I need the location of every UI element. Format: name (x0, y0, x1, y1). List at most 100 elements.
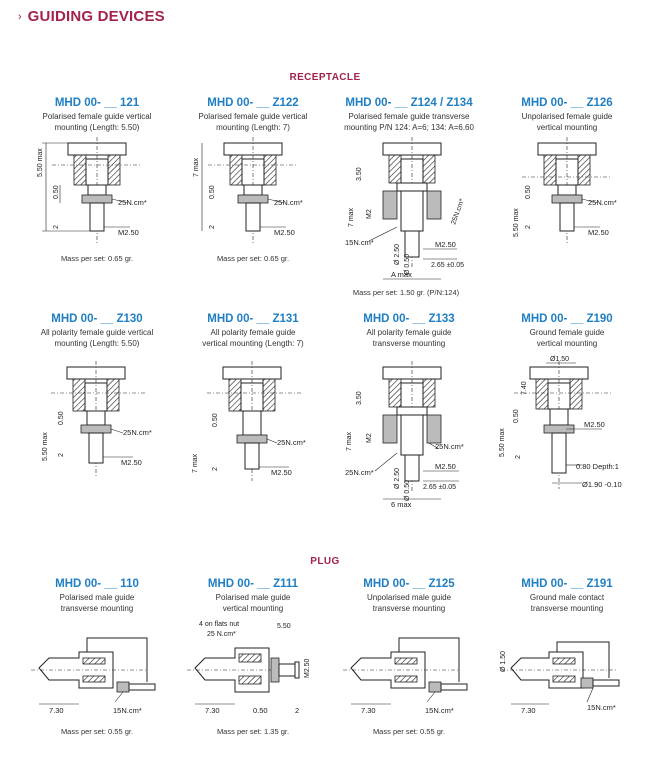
dim-thread: M2.50 (584, 420, 605, 429)
section-receptacle: RECEPTACLE (289, 72, 361, 83)
technical-drawing: 7 max 0.50 2 25N.cm* M2.50 (192, 361, 306, 481)
dim-2: 2 (295, 706, 299, 715)
technical-drawing: 3.50 7 max M2 25N.cm* Ø 2.50 Ø 0.50 25N.… (345, 361, 464, 509)
dim-thread: M2.50 (435, 240, 456, 249)
part-description: Unpolarised female guide vertical mounti… (521, 112, 613, 132)
dim-torque-25: 25N.cm* (450, 198, 466, 226)
dim-base: 2 (525, 225, 532, 229)
part-number: MHD 00- __ 110 (55, 578, 139, 590)
part-description: Polarised male guide vertical mounting (215, 593, 291, 613)
dim-top: 3.50 (356, 391, 363, 405)
dim-height: 7 max (193, 157, 200, 177)
product-card-z131: MHD 00- __ Z131 All polarity female guid… (178, 313, 328, 493)
dim-nut: 4 on flats nut (199, 621, 239, 628)
dim-6-max: 6 max (391, 500, 412, 509)
dim-diameter-top: Ø1.50 (550, 356, 569, 363)
product-card-z130: MHD 00- __ Z130 All polarity female guid… (22, 313, 172, 493)
dim-torque: 15N.cm* (425, 706, 454, 715)
technical-drawing: 7.30 15N.cm* (343, 637, 468, 715)
dim-torque: 25N.cm* (277, 438, 306, 447)
dim-height: 5.50 max (42, 432, 49, 461)
dim-diameter-250: Ø 2.50 (394, 244, 401, 265)
dim-diameter-050: Ø 0.50 (404, 254, 411, 275)
dim-diameter-bottom: Ø1.90 -0.10 (582, 480, 622, 489)
dim-top: 3.50 (356, 167, 363, 181)
dim-base: 2 (58, 453, 65, 457)
mass-label: Mass per set: 0.65 gr. (60, 254, 134, 263)
dim-base: 2 (209, 225, 216, 229)
mass-label: Mass per set: 1.50 gr. (P/N:124) (352, 288, 460, 297)
product-card-121: MHD 00- __ 121 Polarised female guide ve… (22, 97, 172, 257)
product-card-z133: MHD 00- __ Z133 All polarity female guid… (334, 313, 484, 513)
product-card-z111: MHD 00- __ Z111 Polarised male guide ver… (178, 578, 328, 728)
dim-offset: 0.50 (513, 409, 520, 423)
dim-depth: 0.80 Depth:1 (576, 462, 619, 471)
dim-length: 7.30 (49, 706, 64, 715)
dim-050: 0.50 (253, 706, 268, 715)
product-card-z190: MHD 00- __ Z190 Ground female guide vert… (492, 313, 642, 503)
technical-drawing: 5.50 max 0.50 2 25N.cm* M2.50 (42, 361, 152, 477)
dim-length: 2.65 ±0.05 (431, 262, 464, 269)
dim-a-max: A max (391, 270, 412, 279)
technical-drawing: 4 on flats nut 25 N.cm* 5.50 M2.50 7.30 … (187, 621, 311, 715)
technical-drawing: 5.50 max 0.50 2 25N.cm* M2.50 (37, 137, 147, 245)
part-description: Unpolarised male guide transverse mounti… (366, 593, 452, 613)
mass-label: Mass per set: 0.65 gr. (216, 254, 290, 263)
dim-offset: 0.50 (53, 185, 60, 199)
dim-height: 5.50 max (513, 208, 520, 237)
part-description: All polarity female guide vertical mount… (40, 328, 154, 348)
dim-torque-right: 25N.cm* (435, 442, 464, 451)
part-number: MHD 00- __ Z124 / Z134 (345, 97, 473, 109)
part-number: MHD 00- __ Z133 (363, 313, 455, 325)
dim-base: 2 (212, 467, 219, 471)
dim-offset: 0.50 (212, 413, 219, 427)
part-description: Polarised female guide transverse mounti… (344, 112, 474, 132)
dim-torque: 15N.cm* (113, 706, 142, 715)
dim-torque: 25N.cm* (123, 428, 152, 437)
dim-height: 7 max (348, 207, 355, 227)
mass-label: Mass per set: 0.55 gr. (372, 727, 446, 736)
part-number: MHD 00- __ Z125 (363, 578, 455, 590)
dim-torque-left: 25N.cm* (345, 468, 374, 477)
part-description: Ground male contact transverse mounting (529, 593, 605, 613)
dim-m2: M2 (366, 209, 373, 219)
product-card-z122: MHD 00- __ Z122 Polarised female guide v… (178, 97, 328, 257)
product-card-z126: MHD 00- __ Z126 Unpolarised female guide… (492, 97, 642, 257)
technical-drawing: 7.30 15N.cm* (31, 637, 156, 715)
dim-thread: M2.50 (121, 458, 142, 467)
part-number: MHD 00- __ Z111 (207, 578, 299, 590)
dim-length: 7.30 (361, 706, 376, 715)
dim-height: 7 max (192, 453, 199, 473)
part-number: MHD 00- __ Z126 (521, 97, 613, 109)
dim-height: 5.50 max (499, 428, 506, 457)
product-card-z125: MHD 00- __ Z125 Unpolarised male guide t… (334, 578, 484, 728)
dim-m2: M2 (366, 433, 373, 443)
chevron-right-icon: › (18, 10, 22, 23)
dim-base: 2 (515, 455, 522, 459)
dim-offset: 0.50 (58, 411, 65, 425)
part-number: MHD 00- __ Z191 (521, 578, 613, 590)
part-number: MHD 00- __ Z190 (521, 313, 613, 325)
product-card-110: MHD 00- __ 110 Polarised male guide tran… (22, 578, 172, 728)
page-title: GUIDING DEVICES (27, 8, 165, 25)
technical-drawing: 5.50 max 0.50 2 25N.cm* M2.50 (513, 137, 617, 245)
product-card-z124-z134: MHD 00- __ Z124 / Z134 Polarised female … (334, 97, 484, 297)
dim-base: 2 (53, 225, 60, 229)
section-plug: PLUG (310, 556, 340, 567)
dim-thread: M2.50 (118, 228, 139, 237)
dim-thread: M2.50 (304, 658, 311, 678)
part-description: All polarity female guide transverse mou… (366, 328, 452, 348)
part-description: Ground female guide vertical mounting (529, 328, 605, 348)
dim-diameter-250: Ø 2.50 (394, 468, 401, 489)
part-number: MHD 00- __ 121 (54, 97, 140, 109)
part-number: MHD 00- __ Z131 (207, 313, 299, 325)
dim-offset: 0.50 (525, 185, 532, 199)
product-card-z191: MHD 00- __ Z191 Ground male contact tran… (492, 578, 642, 728)
part-description: Polarised female guide vertical mounting… (42, 112, 152, 132)
dim-length: 2.65 ±0.05 (423, 484, 456, 491)
technical-drawing: 7 max 0.50 2 25N.cm* M2.50 (193, 137, 303, 245)
dim-torque: 25N.cm* (118, 198, 147, 207)
mass-label: Mass per set: 0.55 gr. (60, 727, 134, 736)
dim-height: 7 max (346, 431, 353, 451)
dim-thread: M2.50 (588, 228, 609, 237)
